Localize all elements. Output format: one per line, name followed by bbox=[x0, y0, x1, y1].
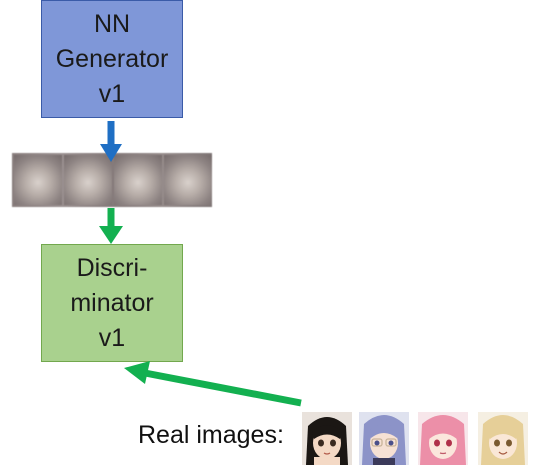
discriminator-label: Discri- minator v1 bbox=[70, 253, 154, 352]
generator-label: NN Generator v1 bbox=[55, 9, 169, 108]
blue-arrow-generator-to-samples bbox=[100, 121, 122, 162]
green-arrow-samples-to-discriminator bbox=[99, 208, 123, 244]
real-image-4 bbox=[478, 412, 528, 465]
generated-image-2 bbox=[64, 155, 112, 205]
real-image-2 bbox=[359, 412, 409, 465]
generator-box: NN Generator v1 bbox=[41, 0, 183, 118]
real-images-label: Real images: bbox=[138, 421, 284, 449]
green-arrow-real-to-discriminator bbox=[124, 361, 302, 407]
generated-image-3 bbox=[114, 155, 162, 205]
generated-image-4 bbox=[164, 155, 212, 205]
real-image-1 bbox=[302, 412, 352, 465]
real-image-3 bbox=[418, 412, 468, 465]
discriminator-box: Discri- minator v1 bbox=[41, 244, 183, 362]
generated-image-strip bbox=[12, 153, 212, 207]
generated-image-1 bbox=[14, 155, 62, 205]
